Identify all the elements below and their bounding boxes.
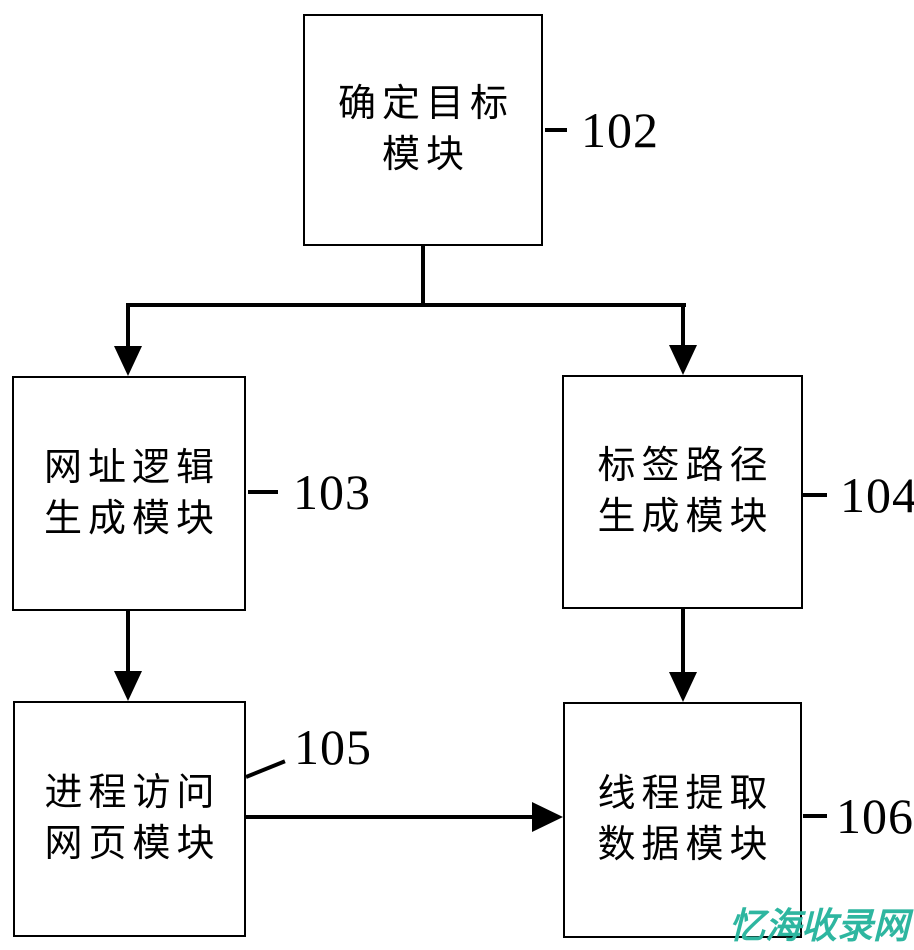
ref-tick-102 [545, 128, 567, 132]
ref-label-103: 103 [293, 464, 371, 520]
node-103-line1: 网址逻辑 [43, 446, 220, 489]
connector-103-to-105 [126, 611, 130, 673]
node-box-103: 网址逻辑 生成模块 [12, 376, 246, 611]
node-102-line2: 模块 [381, 134, 470, 176]
watermark-text: 忆海收录网 [729, 905, 910, 946]
node-106-line2: 数据模块 [597, 824, 774, 866]
arrowhead-into-106-top-icon [669, 672, 697, 702]
node-106-line1: 线程提取 [597, 773, 774, 815]
node-text-102: 确定目标 模块 [332, 79, 514, 181]
connector-drop-left [126, 303, 130, 351]
node-105-line1: 进程访问 [44, 772, 221, 814]
node-box-106: 线程提取 数据模块 [563, 702, 802, 938]
connector-branch-horizontal [126, 303, 686, 307]
node-text-103: 网址逻辑 生成模块 [38, 443, 220, 545]
node-box-104: 标签路径 生成模块 [562, 375, 803, 609]
node-text-105: 进程访问 网页模块 [38, 768, 220, 870]
arrowhead-into-105-icon [114, 671, 142, 701]
ref-label-106: 106 [836, 788, 914, 844]
connector-stem-102 [421, 246, 425, 307]
node-102-line1: 确定目标 [337, 83, 514, 125]
arrowhead-into-103-icon [114, 346, 142, 376]
node-103-line2: 生成模块 [43, 497, 220, 540]
ref-label-105: 105 [294, 719, 372, 775]
arrowhead-into-104-icon [669, 345, 697, 375]
ref-tick-105 [245, 759, 286, 779]
node-text-106: 线程提取 数据模块 [591, 769, 773, 871]
connector-104-to-106 [681, 609, 685, 673]
ref-tick-103 [248, 490, 278, 494]
arrowhead-into-106-left-icon [532, 802, 563, 832]
node-105-line2: 网页模块 [44, 823, 221, 865]
connector-drop-right [681, 303, 685, 350]
node-box-102: 确定目标 模块 [303, 14, 543, 246]
connector-105-to-106 [246, 815, 536, 819]
node-104-line2: 生成模块 [597, 496, 774, 538]
ref-tick-106 [803, 814, 827, 818]
node-text-104: 标签路径 生成模块 [591, 441, 773, 543]
ref-label-104: 104 [840, 467, 914, 523]
ref-tick-104 [803, 493, 827, 497]
ref-label-102: 102 [581, 102, 659, 158]
node-104-line1: 标签路径 [597, 445, 774, 487]
node-box-105: 进程访问 网页模块 [13, 701, 246, 937]
